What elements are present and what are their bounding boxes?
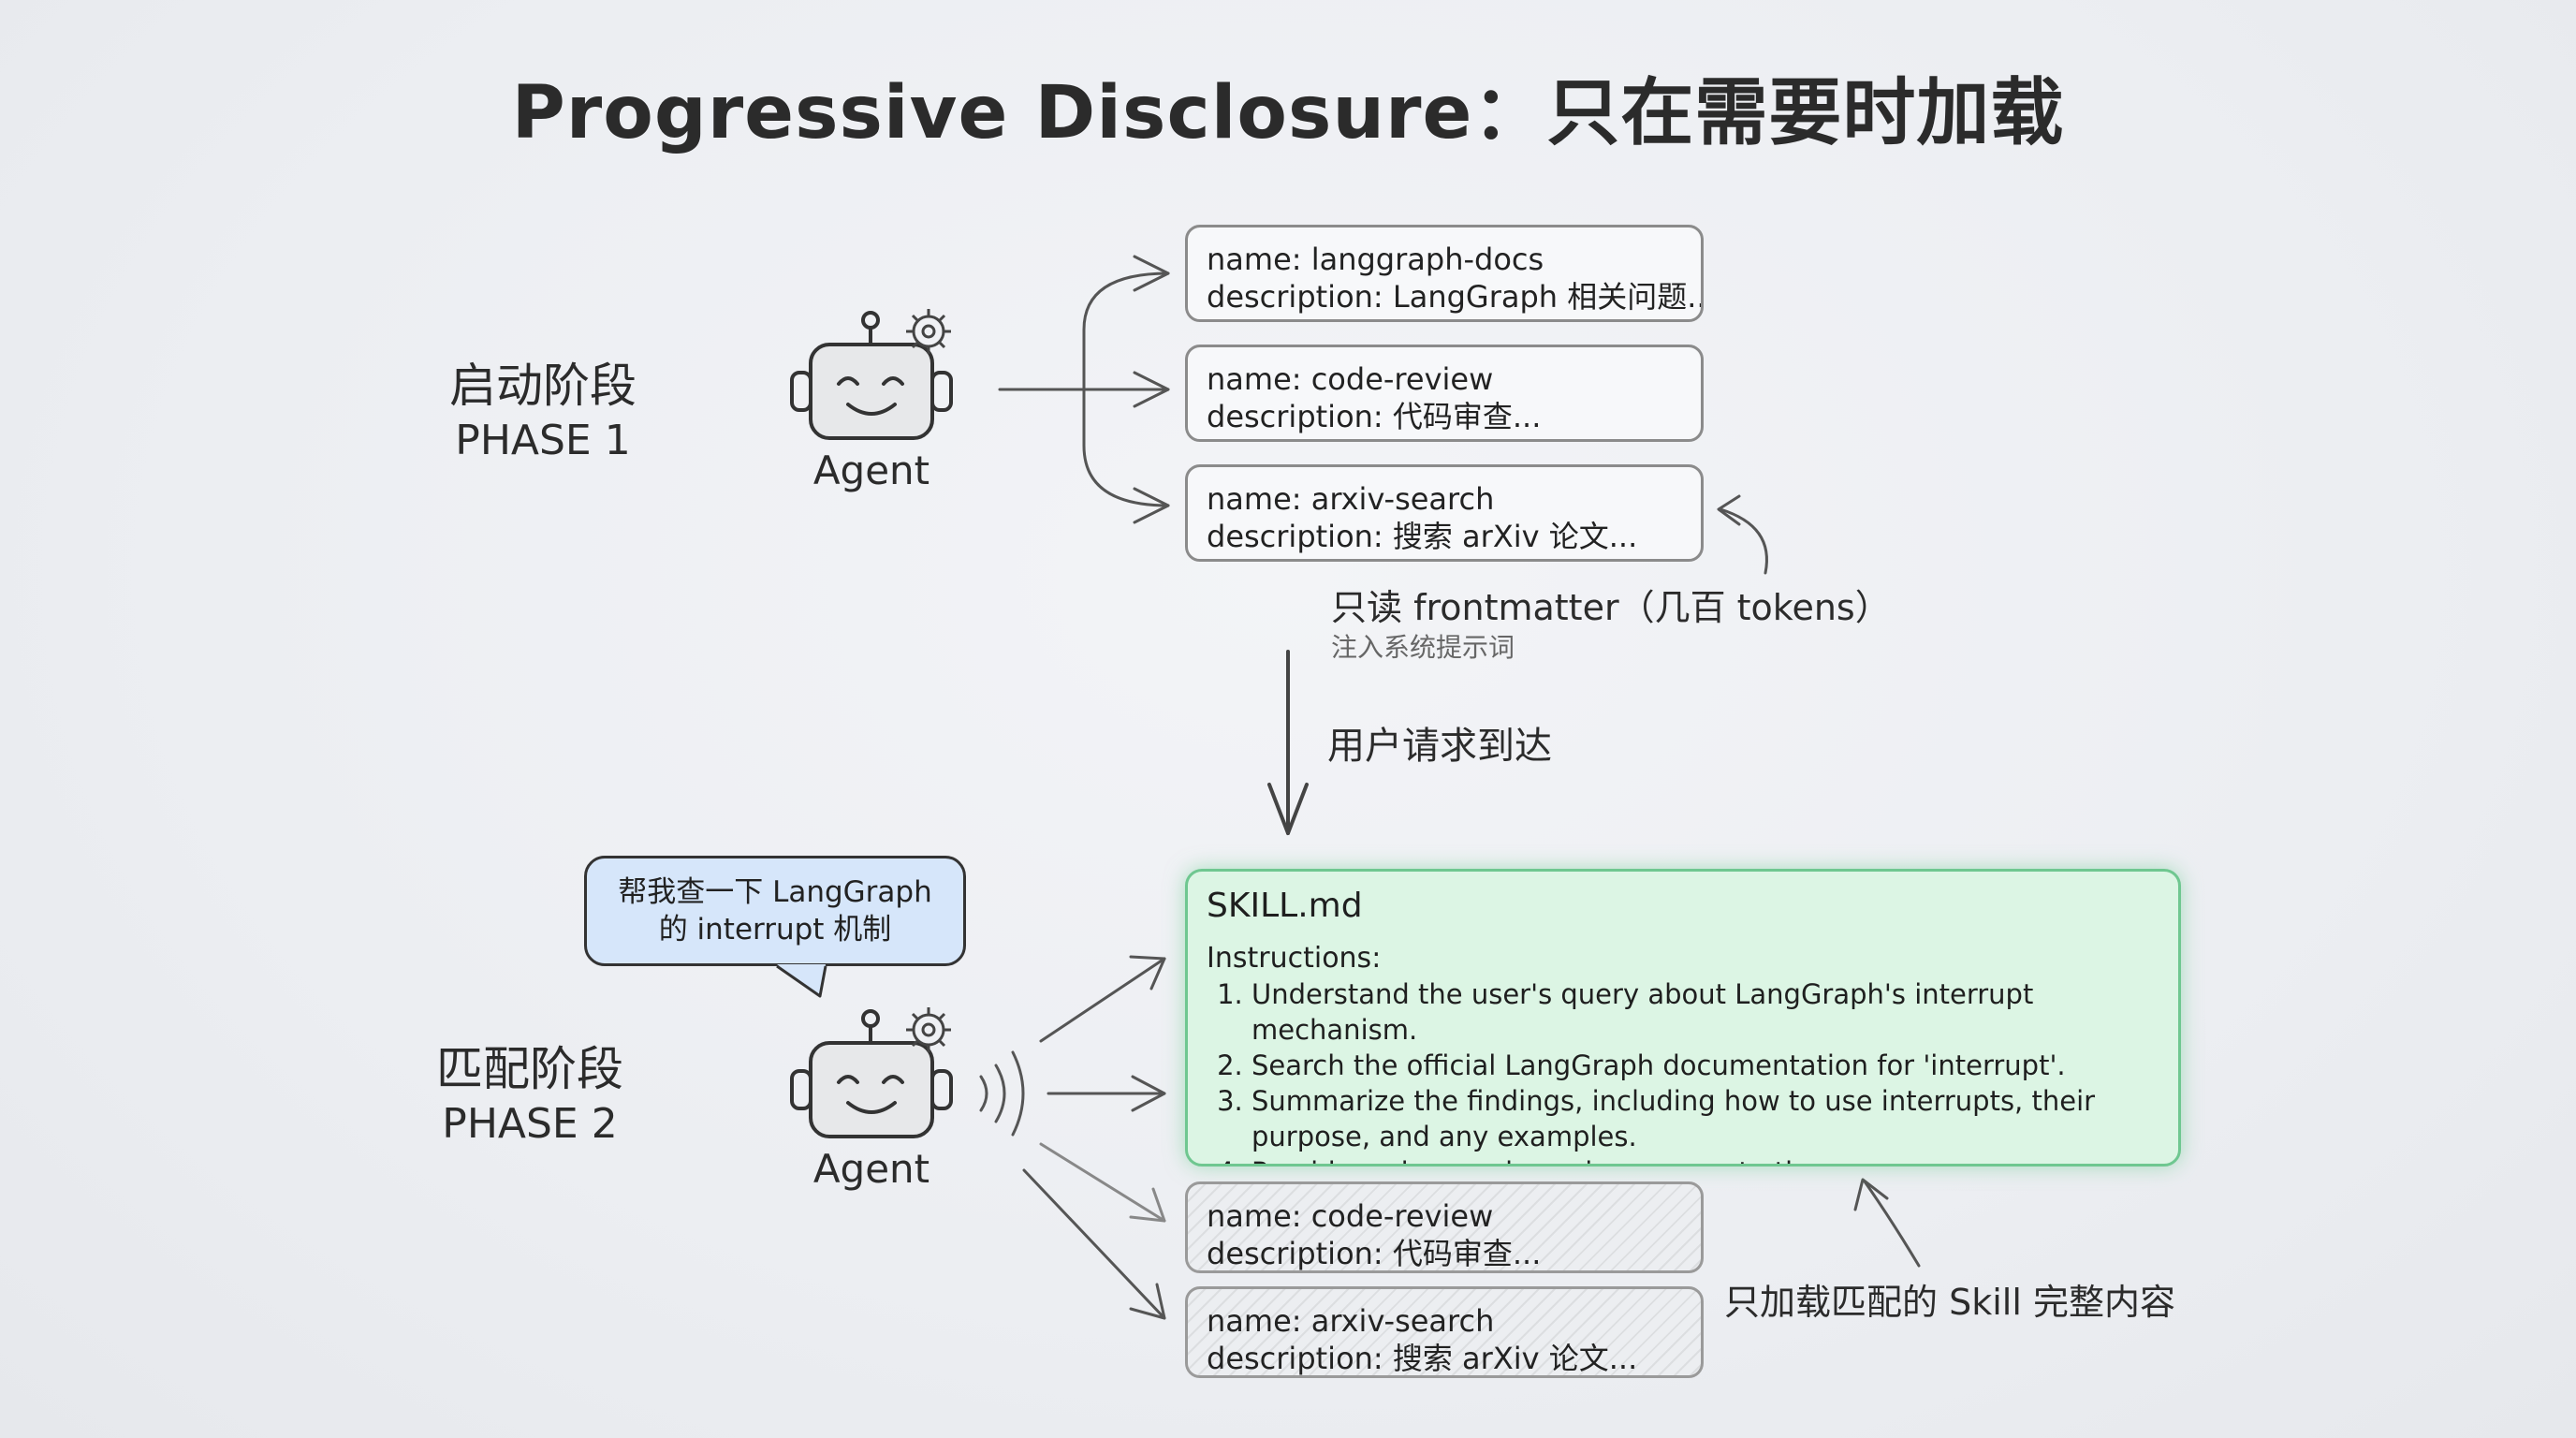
phase1-note-arrow xyxy=(1719,507,1768,575)
card-description: description: 搜索 arXiv 论文... xyxy=(1207,519,1638,554)
card-name: name: langgraph-docs xyxy=(1207,242,1544,277)
card-description: description: LangGraph 相关问题... xyxy=(1207,279,1704,315)
bubble-line-1: 帮我查一下 LangGraph xyxy=(618,875,932,909)
phase2-arrowhead-down2 xyxy=(1129,1283,1166,1320)
phase1-agent-label: Agent xyxy=(812,448,930,493)
phase1-note-sub: 注入系统提示词 xyxy=(1331,632,1515,663)
gear-icon xyxy=(906,309,951,354)
gear-icon xyxy=(906,1007,951,1052)
skill-step: Summarize the findings, including how to… xyxy=(1251,1083,2159,1154)
phase1-note-arrowhead xyxy=(1717,494,1741,526)
skill-step: Search the official LangGraph documentat… xyxy=(1251,1048,2159,1083)
phase1-arrowhead-mid xyxy=(1133,371,1170,408)
phase2-label-en: PHASE 2 xyxy=(442,1100,618,1148)
phase2-agent-label: Agent xyxy=(812,1146,930,1192)
bubble-tail xyxy=(776,964,827,998)
phase1-card-arxiv: name: arxiv-search description: 搜索 arXiv… xyxy=(1185,464,1704,562)
card-description: description: 搜索 arXiv 论文... xyxy=(1207,1341,1638,1376)
phase1-arrowhead-top xyxy=(1133,255,1170,292)
phase2-card-code-review: name: code-review description: 代码审查... xyxy=(1185,1181,1704,1273)
card-name: name: arxiv-search xyxy=(1207,481,1495,517)
phase2-arrow-down2 xyxy=(1022,1168,1166,1320)
phase2-arrow-down1 xyxy=(1039,1142,1166,1223)
phase1-arrowhead-bottom xyxy=(1133,487,1170,524)
phase1-label: 启动阶段 PHASE 1 xyxy=(431,358,655,468)
user-speech-bubble: 帮我查一下 LangGraph 的 interrupt 机制 xyxy=(584,856,966,966)
phase1-bracket xyxy=(1082,271,1170,507)
phase2-arrow-up xyxy=(1039,957,1166,1043)
phase2-arrowhead-mid xyxy=(1131,1075,1166,1112)
skill-file-name: SKILL.md xyxy=(1207,887,1363,925)
phase1-label-en: PHASE 1 xyxy=(455,417,631,464)
page-title: Progressive Disclosure：只在需要时加载 xyxy=(511,71,2065,155)
robot-icon xyxy=(790,1007,953,1138)
card-name: name: code-review xyxy=(1207,361,1494,397)
transition-label: 用户请求到达 xyxy=(1327,725,1552,768)
phase1-note-main: 只读 frontmatter（几百 tokens） xyxy=(1331,587,1891,628)
card-description: description: 代码审查... xyxy=(1207,1236,1542,1271)
transition-arrowhead xyxy=(1267,783,1309,835)
phase2-label: 匹配阶段 PHASE 2 xyxy=(417,1041,642,1152)
bubble-line-2: 的 interrupt 机制 xyxy=(658,913,892,946)
phase1-card-langgraph: name: langgraph-docs description: LangGr… xyxy=(1185,225,1704,322)
phase2-card-arxiv: name: arxiv-search description: 搜索 arXiv… xyxy=(1185,1286,1704,1378)
sound-wave-3 xyxy=(1011,1050,1025,1137)
phase2-note-arrowhead xyxy=(1853,1178,1889,1211)
phase1-card-code-review: name: code-review description: 代码审查... xyxy=(1185,345,1704,442)
phase2-note-arrow xyxy=(1863,1180,1921,1268)
phase1-agent: Agent xyxy=(773,298,970,504)
skill-md-card: SKILL.md Instructions: Understand the us… xyxy=(1185,869,2181,1167)
card-description: description: 代码审查... xyxy=(1207,399,1542,434)
sound-wave-1 xyxy=(979,1075,988,1112)
skill-step: Provide a clear and concise answer to th… xyxy=(1251,1154,2159,1164)
card-name: name: arxiv-search xyxy=(1207,1303,1495,1339)
skill-step: Understand the user's query about LangGr… xyxy=(1251,976,2159,1048)
robot-icon xyxy=(790,309,953,440)
skill-steps-list: Understand the user's query about LangGr… xyxy=(1207,976,2159,1164)
skill-instructions-title: Instructions: xyxy=(1207,942,1382,975)
phase2-arrowhead-down1 xyxy=(1129,1187,1166,1223)
phase2-label-cn: 匹配阶段 xyxy=(436,1042,623,1096)
card-name: name: code-review xyxy=(1207,1198,1494,1234)
phase2-note-main: 只加载匹配的 Skill 完整内容 xyxy=(1724,1282,2175,1323)
phase2-agent: Agent xyxy=(773,996,970,1202)
sound-wave-2 xyxy=(994,1064,1006,1123)
phase1-label-cn: 启动阶段 xyxy=(449,359,637,413)
phase2-arrowhead-up xyxy=(1129,955,1166,990)
